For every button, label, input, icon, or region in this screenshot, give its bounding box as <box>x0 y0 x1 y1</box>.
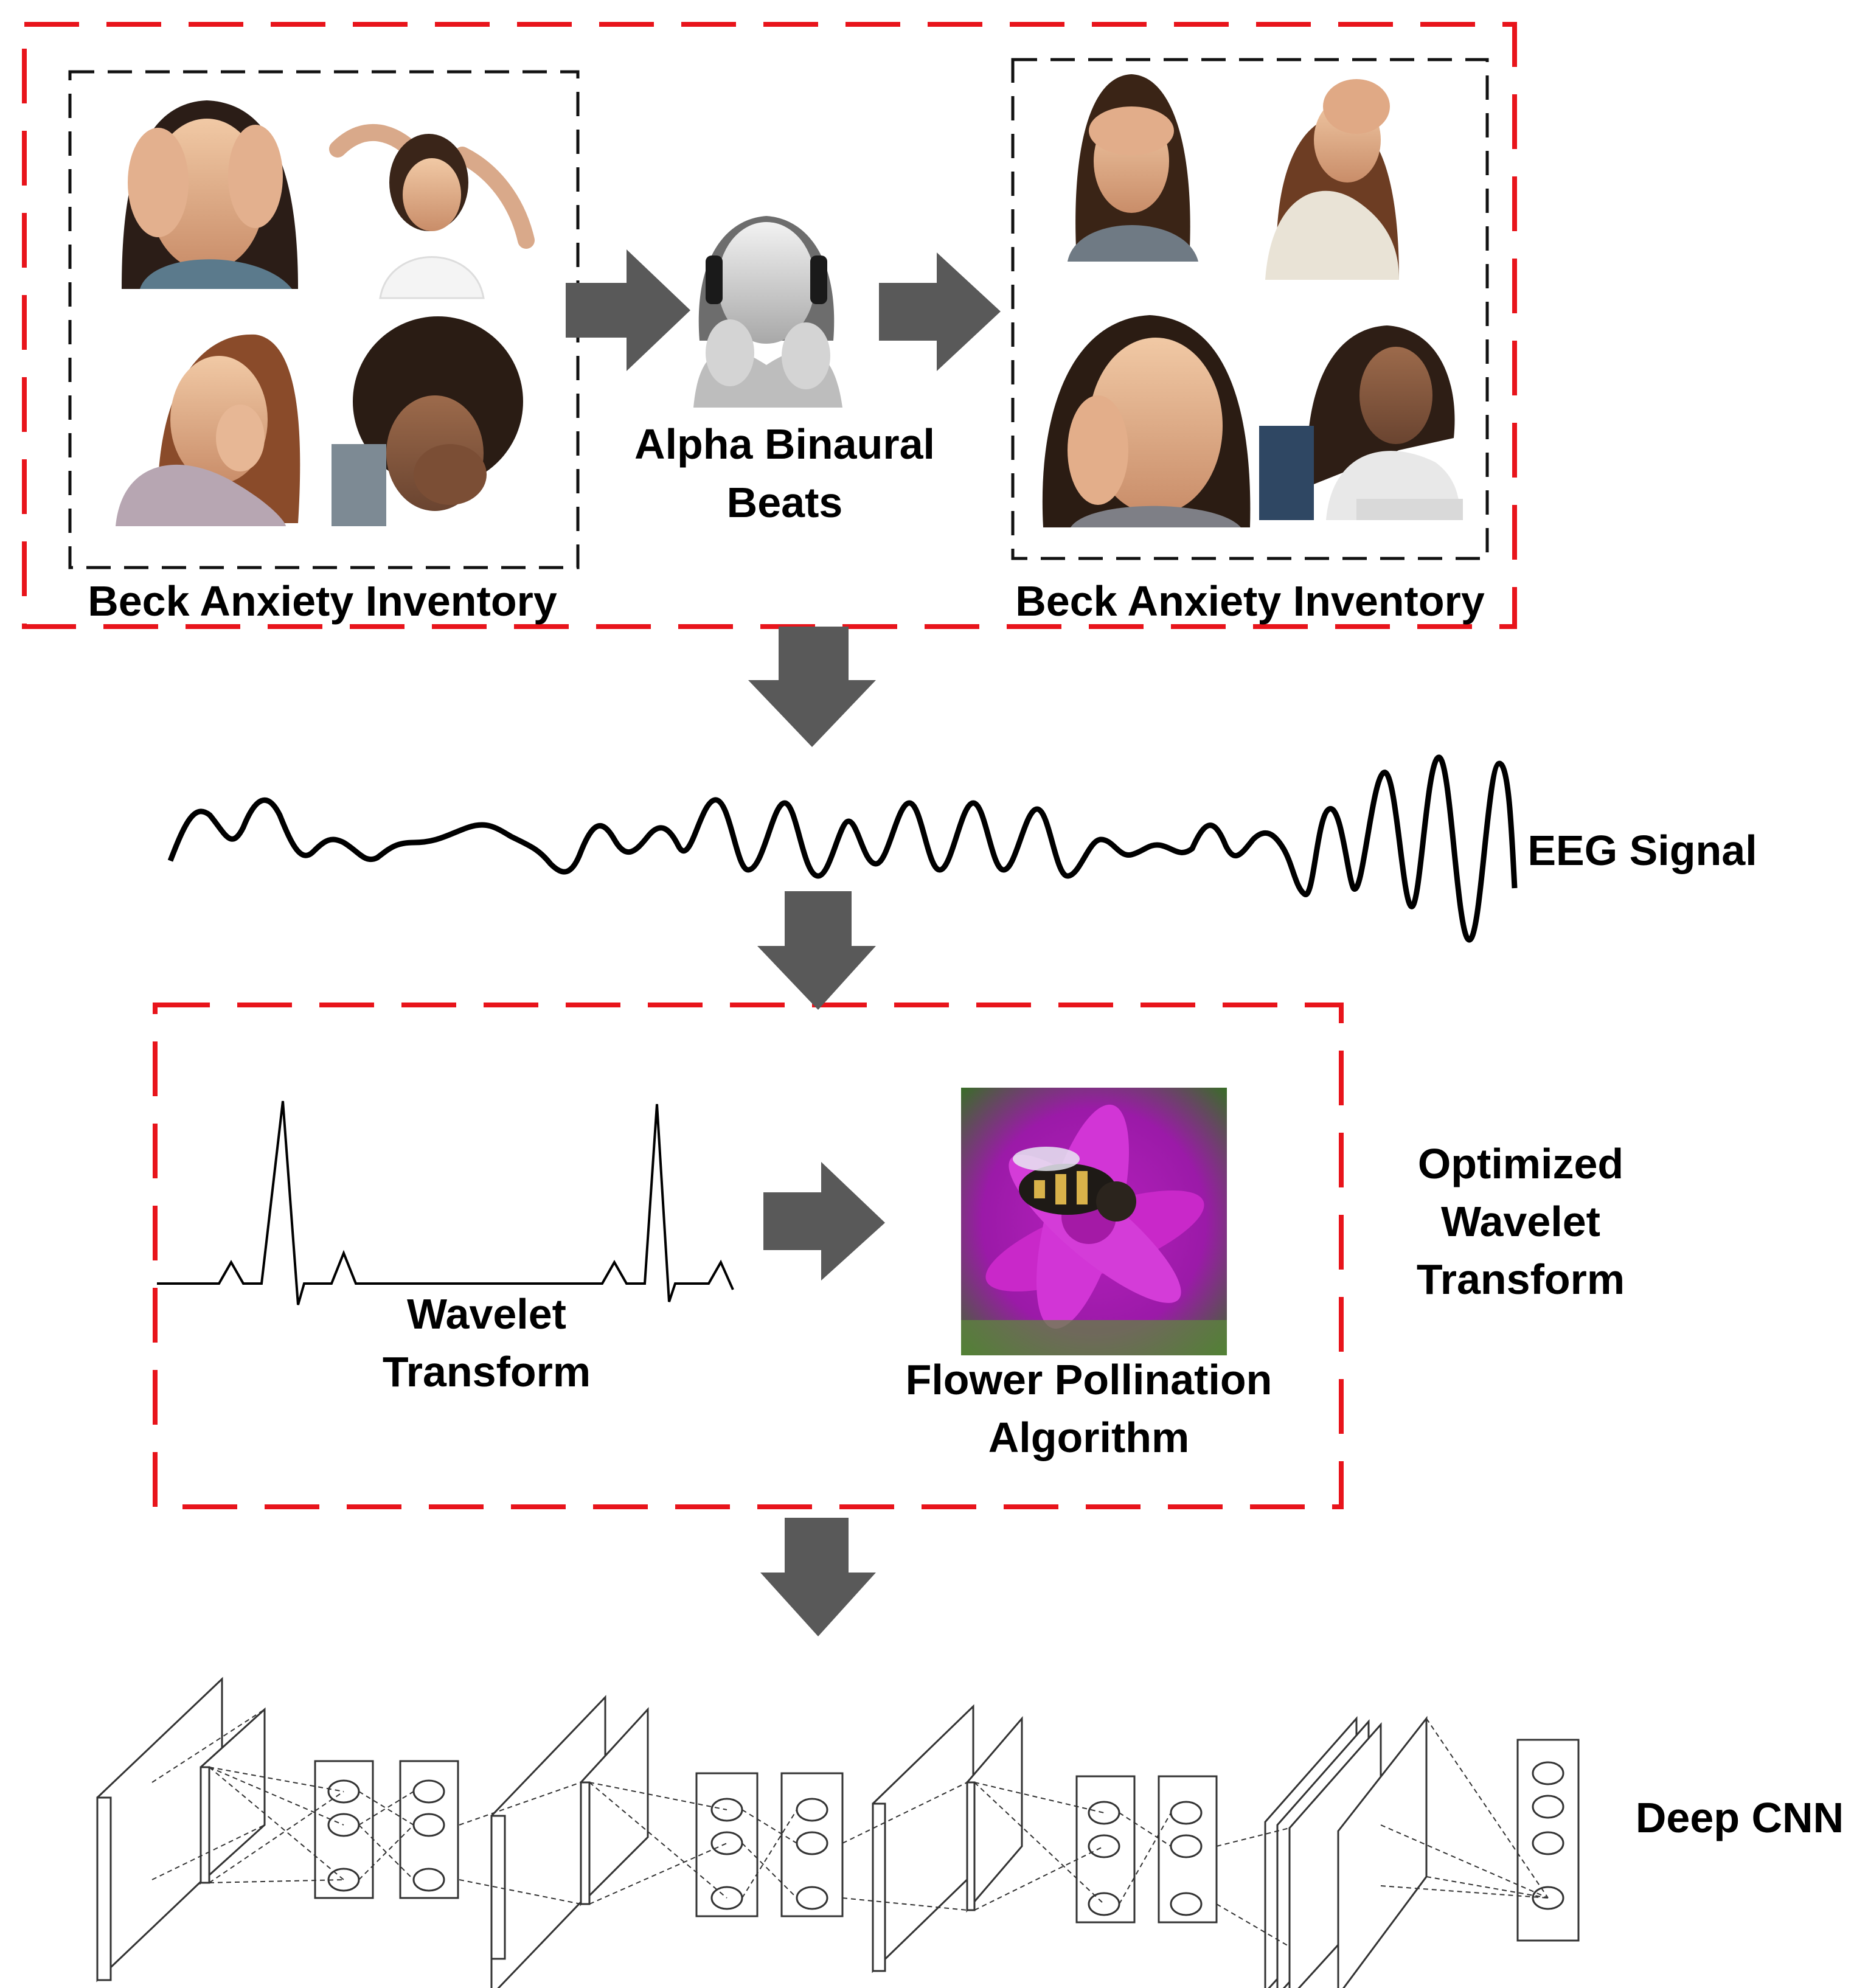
anxious-person-photo-6 <box>1262 70 1402 280</box>
arrow-down-icon <box>757 891 876 1010</box>
wavelet-transform-waveform <box>157 1100 734 1305</box>
anxious-person-photo-4 <box>332 316 526 526</box>
eeg-signal-label: EEG Signal <box>1527 827 1757 874</box>
anxious-person-photo-7 <box>1037 311 1253 527</box>
deep-cnn-label: Deep CNN <box>1635 1794 1844 1841</box>
cnn-architecture-drawing <box>96 1677 1580 1988</box>
arrow-right-icon <box>879 252 1001 371</box>
before-inventory-caption: Beck Anxiety Inventory <box>88 577 557 625</box>
anxious-person-photo-8 <box>1259 319 1463 520</box>
optimization-stage-frame <box>153 1003 1344 1509</box>
anxious-person-photo-2 <box>329 109 535 299</box>
arrow-right-icon <box>566 249 690 371</box>
optimized-wavelet-label-line1: Optimized <box>1417 1140 1624 1187</box>
anxious-person-photo-1 <box>109 97 301 289</box>
arrow-down-icon <box>748 627 876 747</box>
wavelet-transform-label-line1: Wavelet <box>407 1290 566 1338</box>
eeg-signal-waveform <box>167 754 1518 943</box>
bee-on-flower-photo <box>961 1088 1227 1355</box>
optimized-wavelet-label-line3: Transform <box>1416 1256 1625 1303</box>
arrow-down-icon <box>760 1518 876 1636</box>
headphones-person-photo <box>687 213 845 408</box>
arrow-right-icon <box>763 1162 885 1281</box>
anxious-person-photo-5 <box>1061 73 1201 262</box>
fpa-label-line1: Flower Pollination <box>905 1356 1273 1403</box>
binaural-beats-label-line2: Beats <box>726 479 843 526</box>
optimized-wavelet-label-line2: Wavelet <box>1441 1198 1600 1245</box>
anxious-person-photo-3 <box>116 332 301 526</box>
wavelet-transform-label-line2: Transform <box>382 1348 591 1395</box>
fpa-label-line2: Algorithm <box>988 1414 1190 1461</box>
top-stage-frame <box>22 22 1517 629</box>
after-photos-frame <box>1011 58 1489 560</box>
after-inventory-caption: Beck Anxiety Inventory <box>1015 577 1485 625</box>
binaural-beats-label-line1: Alpha Binaural <box>634 420 935 468</box>
